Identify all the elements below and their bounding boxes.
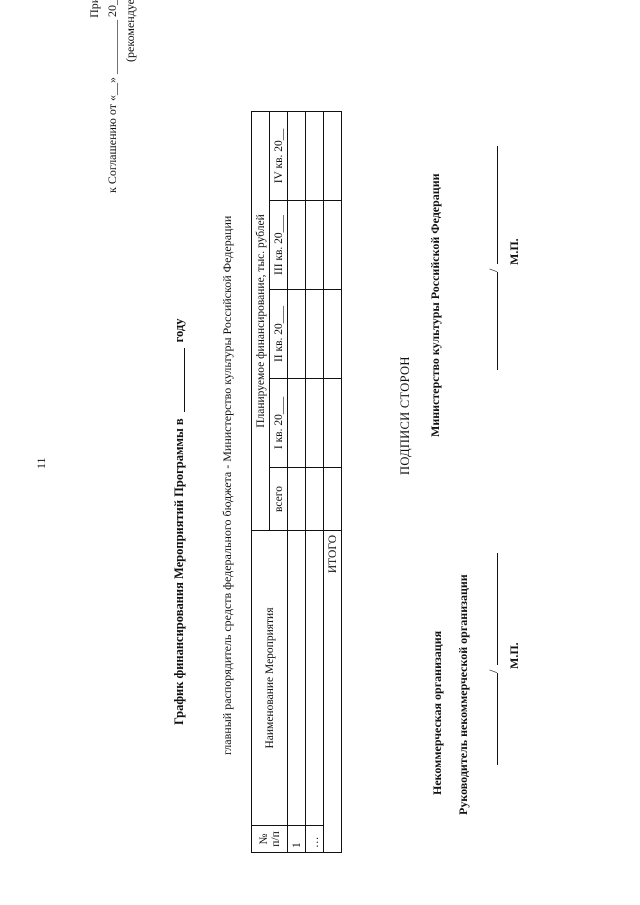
left-party-head: Руководитель некоммерческой организации bbox=[456, 574, 470, 815]
left-signature-slash: / bbox=[486, 669, 500, 673]
annex-note: (рекомендуемый образец) bbox=[122, 0, 138, 62]
left-party-org: Некоммерческая организация bbox=[430, 630, 444, 795]
right-stamp-mark: М.П. bbox=[507, 238, 521, 265]
total-label: ИТОГО bbox=[323, 530, 342, 853]
document-subtitle: главный распорядитель средств федерально… bbox=[220, 215, 234, 755]
header-q2: II кв. 20___ bbox=[269, 289, 288, 379]
total-cell bbox=[323, 111, 342, 201]
row-cell bbox=[305, 467, 324, 531]
right-name-line bbox=[497, 146, 498, 264]
header-total: всего bbox=[269, 467, 288, 531]
left-name-line bbox=[497, 553, 498, 665]
right-signature-line bbox=[497, 272, 498, 370]
total-cell bbox=[323, 467, 342, 531]
title-year-word: году bbox=[172, 318, 186, 343]
header-planned: Планируемое финансирование, тыс. рублей bbox=[251, 111, 270, 531]
table-total-row: ИТОГО bbox=[323, 111, 342, 853]
header-q3: III кв. 20___ bbox=[269, 200, 288, 290]
year-blank bbox=[172, 348, 185, 413]
annex-title: Приложение № 2 bbox=[86, 0, 102, 18]
row-cell bbox=[287, 200, 306, 290]
row-num: … bbox=[305, 825, 324, 853]
table-row: 1 bbox=[287, 111, 306, 853]
row-name bbox=[305, 530, 324, 826]
financing-table: № п/п Наименование Мероприятия Планируем… bbox=[251, 111, 342, 853]
document-title: График финансирования Мероприятий Програ… bbox=[172, 319, 187, 725]
total-cell bbox=[323, 289, 342, 379]
left-stamp-mark: М.П. bbox=[507, 642, 521, 669]
row-cell bbox=[287, 289, 306, 379]
table-row: … bbox=[305, 111, 324, 853]
header-q4: IV кв. 20__ bbox=[269, 111, 288, 201]
row-cell bbox=[305, 289, 324, 379]
header-name: Наименование Мероприятия bbox=[251, 530, 288, 826]
row-cell bbox=[305, 378, 324, 468]
row-cell bbox=[287, 467, 306, 531]
row-cell bbox=[287, 111, 306, 201]
row-cell bbox=[305, 200, 324, 290]
total-cell bbox=[323, 378, 342, 468]
annex-agreement-ref: к Соглашению от «__» _________ 20__ г. №… bbox=[105, 0, 119, 193]
total-cell bbox=[323, 200, 342, 290]
header-num: № п/п bbox=[251, 825, 288, 853]
row-num: 1 bbox=[287, 825, 306, 853]
left-signature-line bbox=[497, 673, 498, 765]
signatures-heading: ПОДПИСИ СТОРОН bbox=[398, 356, 412, 475]
right-signature-slash: / bbox=[486, 268, 500, 272]
row-cell bbox=[305, 111, 324, 201]
row-cell bbox=[287, 378, 306, 468]
title-text: График финансирования Мероприятий Програ… bbox=[172, 418, 186, 725]
table-header-row: № п/п Наименование Мероприятия Планируем… bbox=[251, 111, 288, 853]
right-party-org: Министерство культуры Российской Федерац… bbox=[428, 173, 442, 437]
row-name bbox=[287, 530, 306, 826]
page-number: 11 bbox=[34, 457, 48, 469]
header-q1: I кв. 20___ bbox=[269, 378, 288, 468]
